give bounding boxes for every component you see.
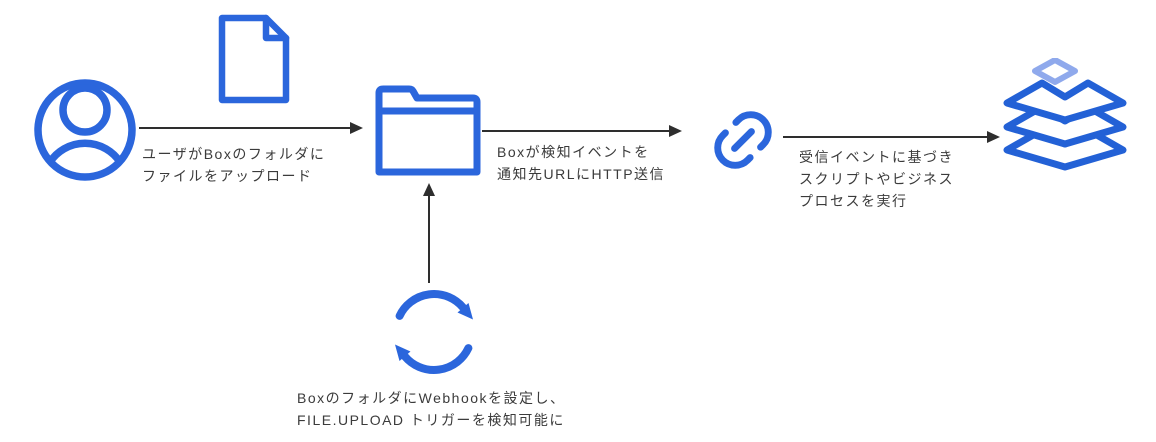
layers-icon	[1003, 58, 1127, 174]
folder-icon	[374, 84, 482, 176]
arrow-refresh-to-folder	[423, 183, 435, 283]
user-icon	[33, 78, 137, 182]
arrow-folder-to-link	[482, 125, 682, 137]
label-http-send: Boxが検知イベントを 通知先URLにHTTP送信	[497, 144, 666, 182]
refresh-icon	[384, 282, 484, 382]
arrow-link-to-layers	[783, 131, 1000, 143]
label-webhook-setup: BoxのフォルダにWebhookを設定し、 FILE.UPLOAD トリガーを検…	[297, 390, 566, 428]
label-upload: ユーザがBoxのフォルダに ファイルをアップロード	[142, 146, 326, 184]
arrow-user-to-folder	[139, 122, 363, 134]
label-execute: 受信イベントに基づき スクリプトやビジネス プロセスを実行	[799, 149, 954, 209]
link-icon	[697, 94, 789, 186]
file-icon	[216, 13, 292, 105]
